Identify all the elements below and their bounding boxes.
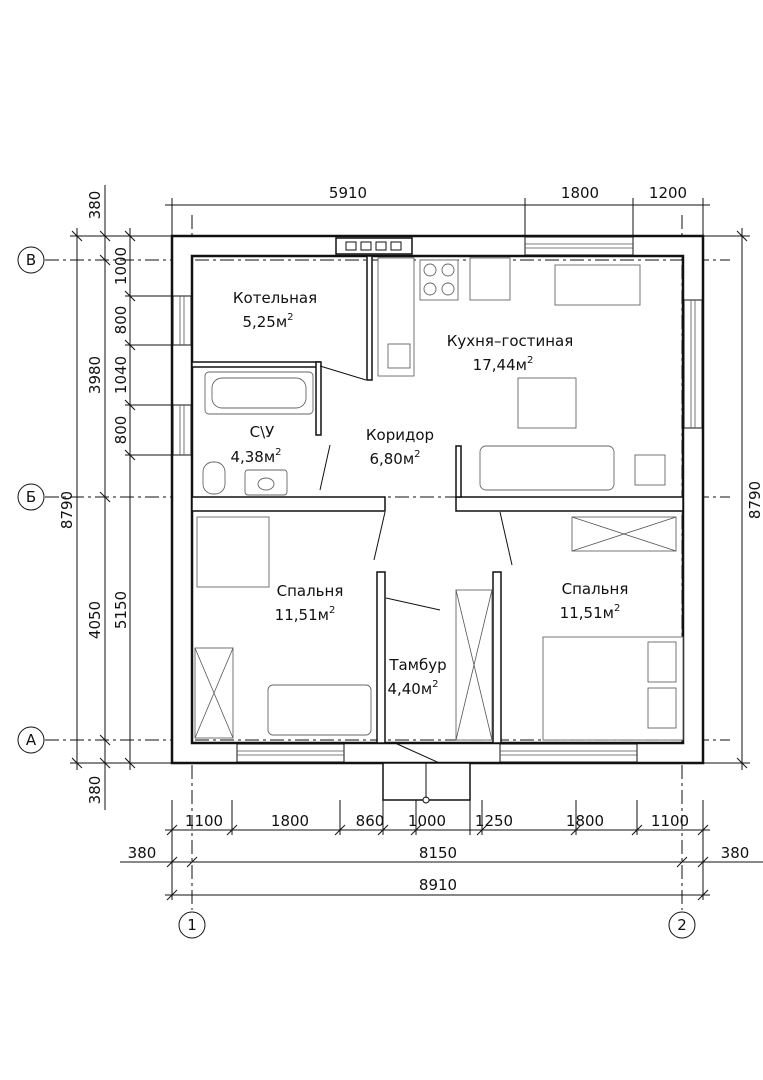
toilet — [202, 461, 226, 495]
area-value: 11,51м — [275, 606, 329, 624]
interior-walls — [191, 255, 684, 744]
area-sup: 2 — [287, 312, 293, 323]
dim-label: 860 — [356, 812, 385, 830]
coffee-table — [517, 377, 577, 429]
desk — [196, 516, 270, 588]
dim-label: 1200 — [649, 184, 687, 202]
area-sup: 2 — [329, 605, 335, 616]
dining-table — [554, 264, 641, 306]
armchair-sofa — [267, 684, 372, 736]
tv-stand — [634, 454, 666, 486]
room-name: Тамбур — [388, 656, 446, 674]
dim-label: 8790 — [746, 481, 763, 519]
windows — [172, 236, 703, 763]
dim-label: 380 — [86, 191, 104, 220]
dim-label: 380 — [128, 844, 157, 862]
dim-label: 1000 — [408, 812, 446, 830]
room-area: 6,80м2 — [369, 449, 420, 468]
area-value: 4,38м — [230, 448, 275, 466]
dim-label: 1250 — [475, 812, 513, 830]
area-sup: 2 — [527, 355, 533, 366]
room-name: Кухня–гостиная — [447, 332, 574, 350]
room-labels: Котельная 5,25м2 Кухня–гостиная 17,44м2 … — [230, 289, 628, 698]
dim-label: 1000 — [112, 247, 130, 285]
dimension-top: 5910 1800 1200 — [165, 184, 710, 236]
dim-label: 1800 — [271, 812, 309, 830]
dimension-right: 8790 — [703, 228, 763, 770]
area-sup: 2 — [275, 447, 281, 458]
dim-label: 3980 — [86, 356, 104, 394]
axis-label-2: 2 — [677, 916, 687, 934]
room-area: 11,51м2 — [275, 605, 336, 624]
area-sup: 2 — [414, 449, 420, 460]
room-area: 17,44м2 — [473, 355, 534, 374]
dim-label: 1040 — [112, 356, 130, 394]
dim-label: 800 — [112, 416, 130, 445]
dim-label: 1800 — [566, 812, 604, 830]
dimension-left: 8790 380 3980 4050 380 1000 800 1040 800… — [58, 185, 172, 810]
ventilation-block — [335, 237, 413, 255]
room-area: 11,51м2 — [560, 603, 621, 622]
room-name: Спальня — [277, 582, 344, 600]
dim-label: 1100 — [185, 812, 223, 830]
axis-label-1: 1 — [187, 916, 197, 934]
dim-label: 5910 — [329, 184, 367, 202]
furniture — [194, 257, 684, 741]
axis-label-b: Б — [26, 488, 36, 506]
area-value: 5,25м — [242, 313, 287, 331]
area-value: 17,44м — [473, 356, 527, 374]
room-name: С\У — [250, 423, 275, 441]
room-name: Коридор — [366, 426, 434, 444]
room-area: 4,40м2 — [387, 679, 438, 698]
area-value: 6,80м — [369, 450, 414, 468]
dim-label: 8910 — [419, 876, 457, 894]
axis-label-v: В — [26, 251, 36, 269]
doors — [319, 365, 513, 804]
area-value: 4,40м — [387, 680, 432, 698]
axis-markers: В Б А 1 2 — [17, 246, 696, 939]
dim-label: 1100 — [651, 812, 689, 830]
dim-label: 5150 — [112, 591, 130, 629]
area-sup: 2 — [614, 603, 620, 614]
dim-label: 8150 — [419, 844, 457, 862]
area-value: 11,51м — [560, 604, 614, 622]
dim-label: 1800 — [561, 184, 599, 202]
room-area: 5,25м2 — [242, 312, 293, 331]
dimension-bottom: 1100 1800 860 1000 1250 1800 1100 380 81… — [120, 800, 763, 901]
dim-label: 800 — [112, 306, 130, 335]
dim-label: 380 — [721, 844, 750, 862]
dim-label: 380 — [86, 776, 104, 805]
room-name: Спальня — [562, 580, 629, 598]
axis-label-a: А — [26, 731, 37, 749]
sofa — [479, 445, 615, 491]
dim-label: 4050 — [86, 601, 104, 639]
area-sup: 2 — [432, 679, 438, 690]
room-name: Котельная — [233, 289, 317, 307]
dim-label: 8790 — [58, 491, 76, 529]
room-area: 4,38м2 — [230, 447, 281, 466]
